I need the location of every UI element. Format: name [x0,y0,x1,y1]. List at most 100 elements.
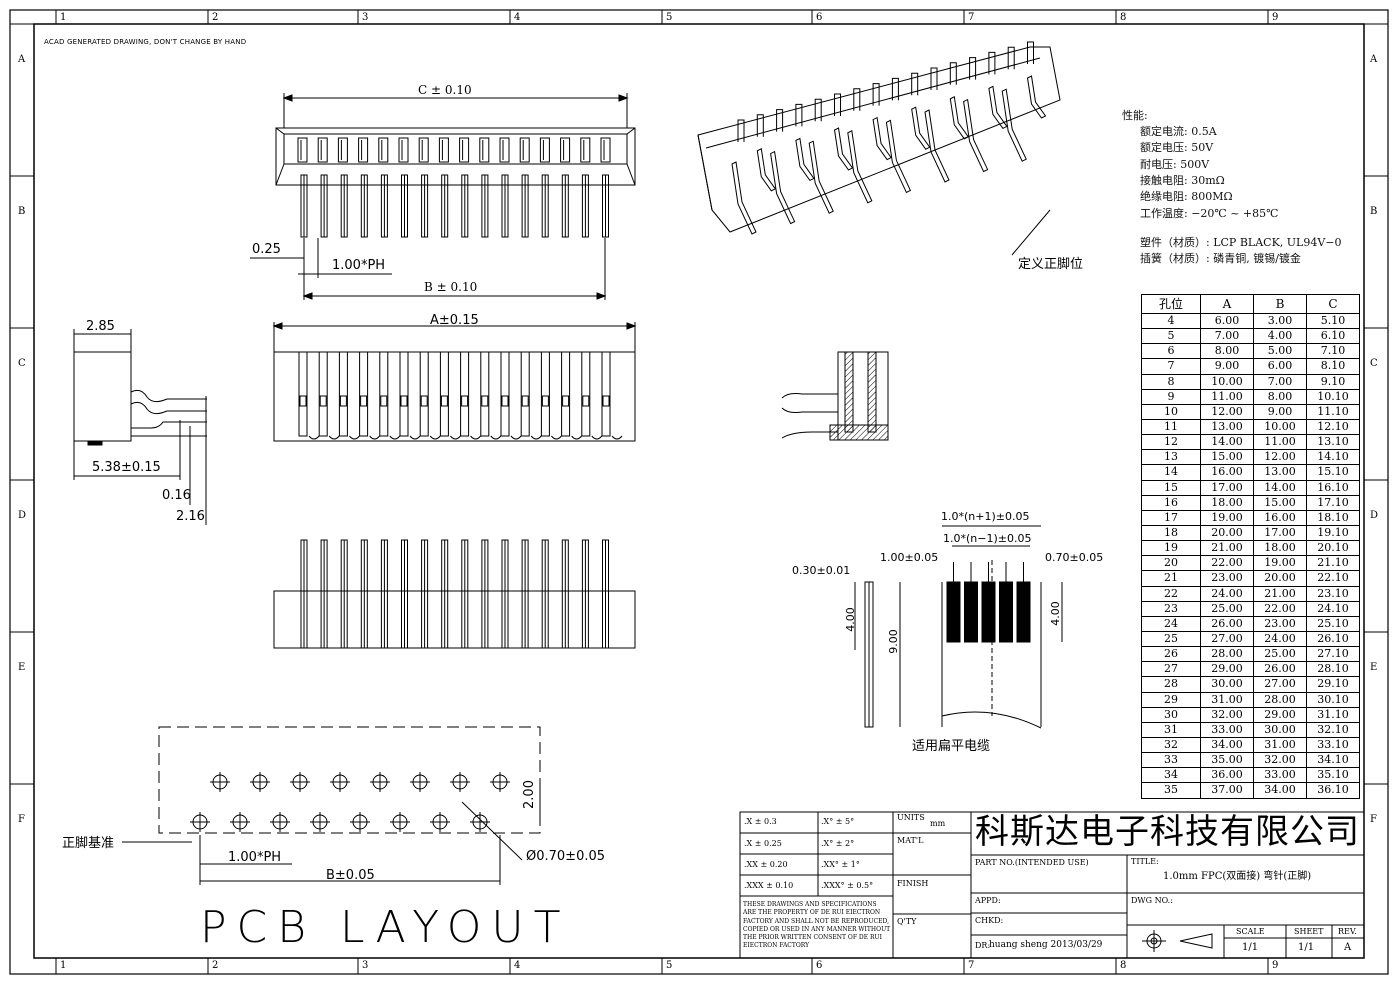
front-slot [439,351,449,437]
table-cell: 10.10 [1306,388,1360,405]
front-slot [540,351,550,437]
front-contact [360,395,368,407]
top-slot [378,137,389,163]
iso-lead-short [988,85,1008,130]
front-contact [602,395,610,407]
zone-row-right: D [1370,510,1379,521]
dim-016: 0.16 [162,488,191,503]
zone-row-left: D [18,510,27,521]
bottom-view [273,539,636,649]
iso-contact [891,77,899,101]
table-cell: 5 [1141,328,1201,345]
top-slot [539,137,550,163]
table-cell: 30.00 [1200,676,1254,693]
table-cell: 26.00 [1200,615,1254,632]
table-cell: 24.00 [1200,585,1254,602]
front-slot [460,351,470,437]
zone-row-right: E [1370,662,1378,673]
table-cell: 21.00 [1253,585,1307,602]
table-cell: 32.00 [1253,752,1307,769]
dim-cable-n1: 1.0*(n+1)±0.05 [941,510,1030,523]
tolerance-linear: .XX ± 0.20 [744,860,788,869]
table-cell: 10 [1141,403,1201,420]
front-contact [319,395,327,407]
top-slot [418,137,429,163]
zone-row-left: B [18,206,26,217]
table-cell: 26.00 [1253,661,1307,678]
front-slot [601,351,611,437]
table-cell: 10.00 [1200,373,1254,390]
front-slot-arc [470,435,481,440]
table-cell: 29 [1141,691,1201,708]
table-cell: 32 [1141,736,1201,754]
zone-col-bottom: 6 [816,960,823,971]
company-name: 科斯达电子科技有限公司 [975,812,1360,852]
part-no-label: PART NO.(INTENDED USE) [975,858,1089,867]
table-cell: 15.00 [1253,494,1307,511]
zone-col-bottom: 7 [968,960,975,971]
front-contact [299,395,307,407]
front-slot-arc [409,435,421,440]
inner-border [33,23,1365,959]
front-slot [500,351,510,437]
table-cell: 28 [1141,676,1201,693]
table-cell: 21 [1141,570,1201,587]
dim-pitch-top: 1.00*PH [332,258,386,273]
front-contact [521,395,529,407]
iso-lead-short [949,96,970,140]
table-cell: 17.00 [1253,524,1307,542]
table-cell: 20 [1141,555,1201,572]
zone-col-top: 5 [666,12,673,23]
zone-row-left: E [18,662,26,673]
zone-col-top: 8 [1120,12,1127,23]
dim-pcb-hole: Ø0.70±0.05 [526,849,606,864]
table-cell: 6 [1141,343,1201,360]
pin-table-header: 孔位 [1141,294,1201,314]
table-cell: 22.00 [1200,555,1254,572]
front-contact [582,395,590,407]
front-slot-arc [450,435,461,440]
tolerance-linear: .X ± 0.3 [744,817,777,826]
front-slot-arc [349,435,360,440]
iso-contact [930,67,938,90]
table-cell: 8.00 [1200,343,1254,360]
table-cell: 36.10 [1306,782,1360,799]
zone-row-right: C [1370,358,1378,369]
table-cell: 35.00 [1200,752,1254,769]
front-slot-arc [510,435,522,440]
zone-col-bottom: 5 [666,960,673,971]
front-contact [400,395,408,407]
top-slot [317,137,328,163]
iso-contact [853,88,861,111]
table-cell: 8.00 [1253,388,1307,405]
table-cell: 34.00 [1253,782,1307,799]
front-slot [298,351,308,437]
iso-lead-long [770,150,796,225]
scale-label: SCALE [1236,927,1265,936]
table-cell: 7.00 [1200,328,1254,345]
dim-a: A±0.15 [430,313,479,328]
front-slot-arc [389,435,401,440]
front-slot-arc [308,435,320,440]
iso-contact [814,98,822,122]
cable-conductor [1016,581,1031,643]
table-cell: 17 [1141,509,1201,526]
units-value: mm [930,819,946,828]
table-cell: 22.00 [1253,600,1307,617]
iso-contact [776,109,784,132]
top-slot [580,137,591,163]
zone-row-left: C [18,358,26,369]
zone-row-right: F [1370,814,1377,825]
table-cell: 26.10 [1306,630,1360,648]
table-cell: 16.00 [1200,464,1254,481]
iso-contact [737,119,745,142]
